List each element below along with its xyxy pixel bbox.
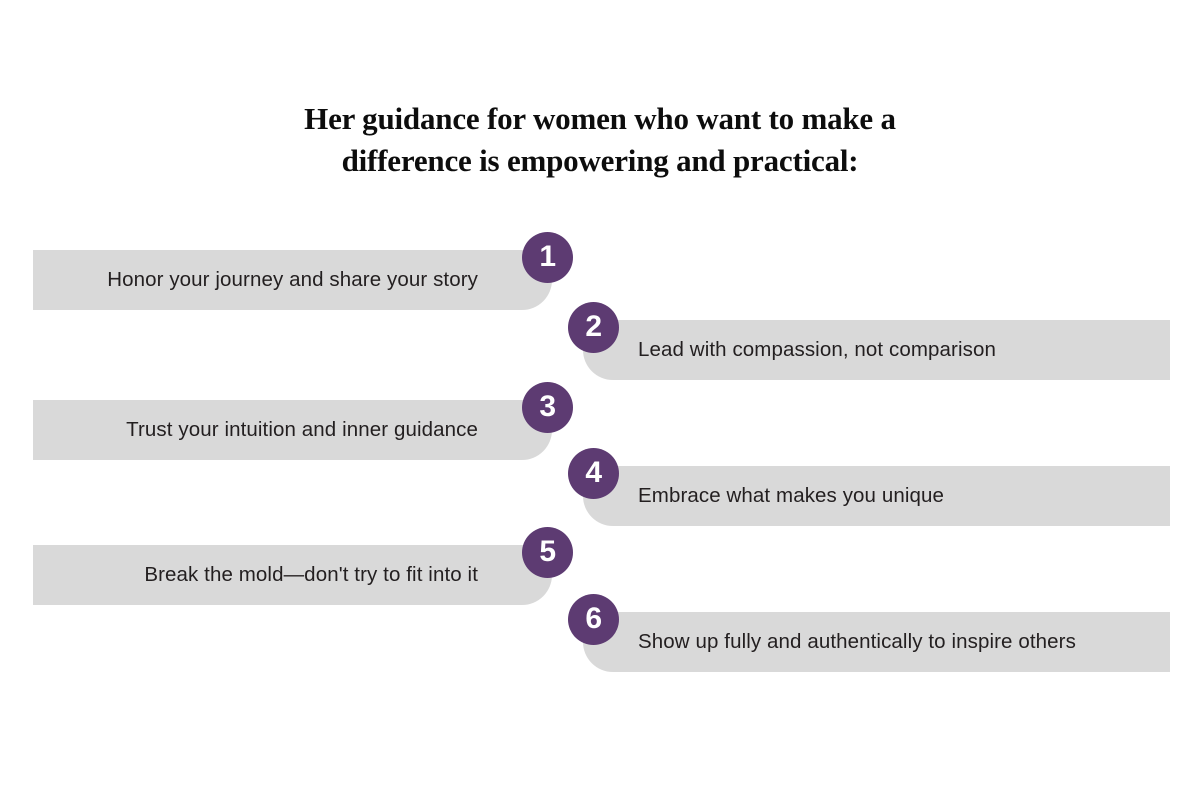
item-number: 1	[539, 239, 556, 273]
list-item: Lead with compassion, not comparison 2	[568, 302, 1170, 380]
item-number-badge: 3	[522, 382, 573, 433]
list-item: Honor your journey and share your story …	[33, 232, 573, 310]
item-bar: Honor your journey and share your story	[33, 250, 552, 310]
list-item: Trust your intuition and inner guidance …	[33, 382, 573, 460]
item-label: Embrace what makes you unique	[638, 483, 945, 507]
item-number: 5	[539, 534, 556, 568]
item-number-badge: 4	[568, 448, 619, 499]
item-number-badge: 1	[522, 232, 573, 283]
item-bar: Break the mold—don't try to fit into it	[33, 545, 552, 605]
item-label: Trust your intuition and inner guidance	[126, 417, 478, 441]
list-item: Embrace what makes you unique 4	[568, 448, 1170, 526]
item-number: 4	[585, 455, 602, 489]
item-bar: Embrace what makes you unique	[583, 466, 1170, 526]
item-label: Lead with compassion, not comparison	[638, 337, 996, 361]
item-number-badge: 6	[568, 594, 619, 645]
item-label: Break the mold—don't try to fit into it	[144, 562, 478, 586]
page-title-line-1: Her guidance for women who want to make …	[304, 101, 896, 136]
item-number-badge: 5	[522, 527, 573, 578]
item-number: 3	[539, 389, 556, 423]
page-title: Her guidance for women who want to make …	[0, 98, 1200, 182]
item-number-badge: 2	[568, 302, 619, 353]
list-item: Break the mold—don't try to fit into it …	[33, 527, 573, 605]
page-title-line-2: difference is empowering and practical:	[341, 143, 859, 178]
item-number: 6	[585, 601, 602, 635]
item-number: 2	[585, 309, 602, 343]
list-item: Show up fully and authentically to inspi…	[568, 594, 1170, 672]
item-label: Show up fully and authentically to inspi…	[638, 629, 1076, 653]
item-label: Honor your journey and share your story	[107, 267, 478, 291]
item-bar: Trust your intuition and inner guidance	[33, 400, 552, 460]
item-bar: Show up fully and authentically to inspi…	[583, 612, 1170, 672]
item-bar: Lead with compassion, not comparison	[583, 320, 1170, 380]
